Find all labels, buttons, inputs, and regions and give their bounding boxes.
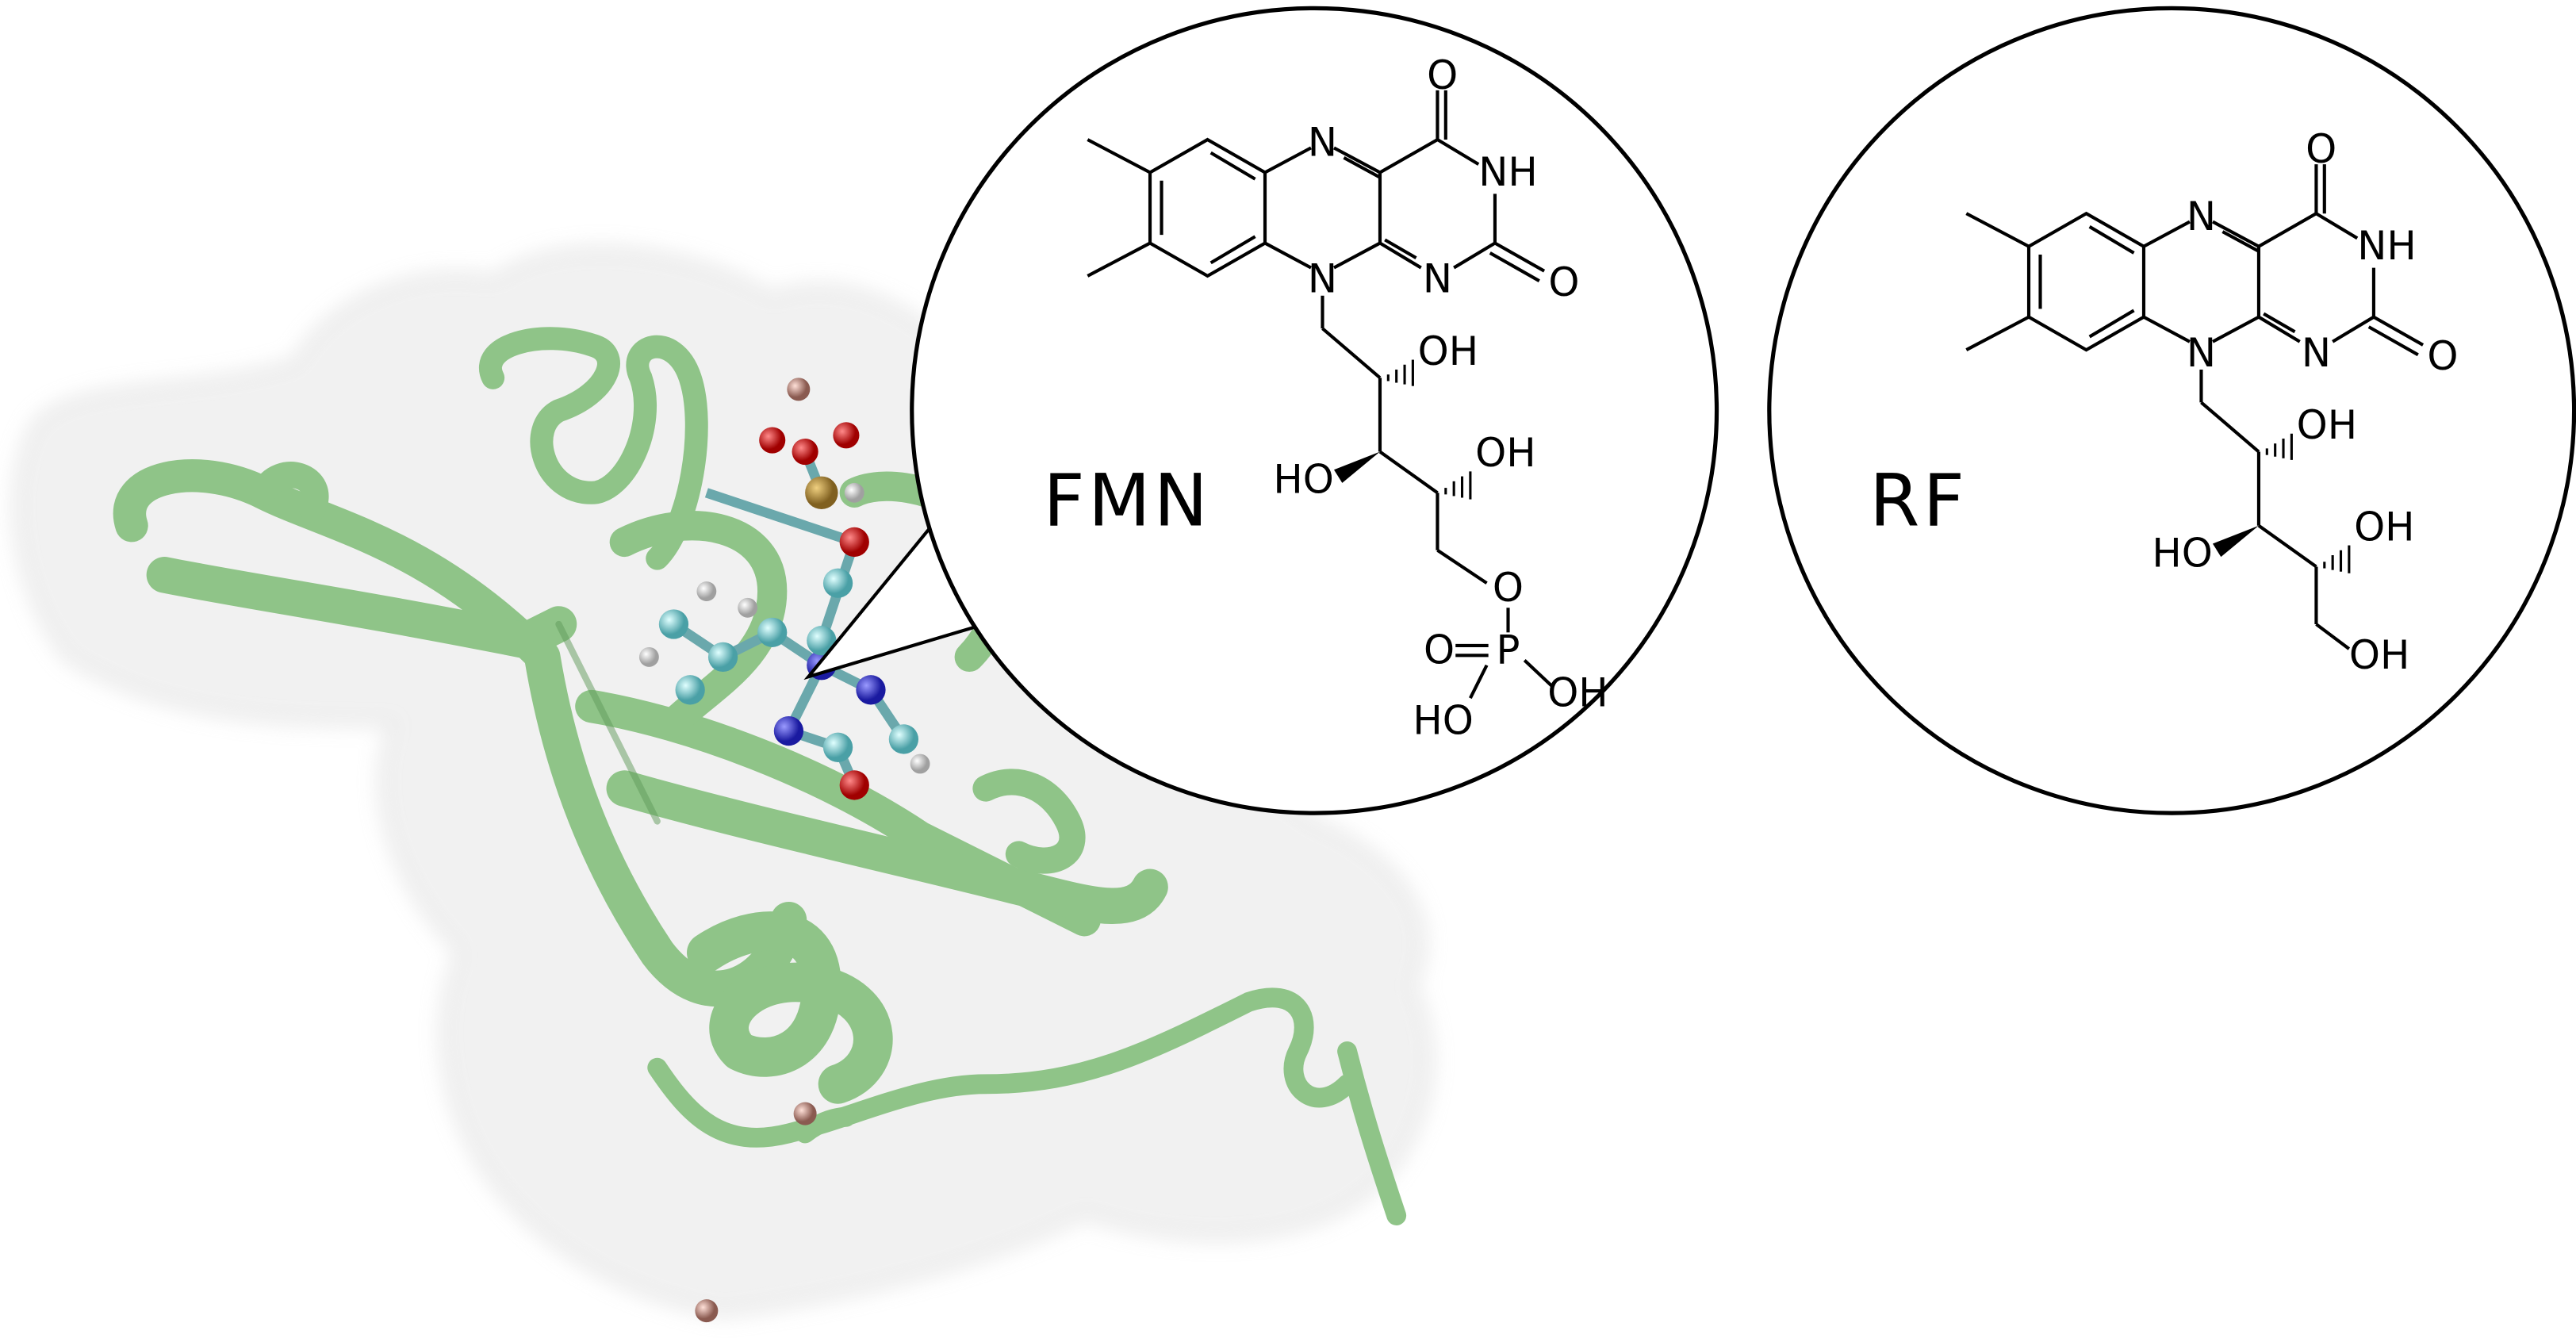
rf-circle [1767, 6, 2576, 815]
rf-stereo-bonds [2265, 433, 2351, 573]
atom-label: P [1497, 627, 1520, 673]
atom-label: N [2302, 330, 2331, 376]
atom-label: OH [2297, 402, 2357, 448]
atom-label: OH [2349, 632, 2409, 678]
fmn-stereo-bonds [1386, 359, 1472, 500]
atom-label: O [2306, 126, 2336, 172]
fmn-callout-circle [910, 6, 1719, 815]
fmn-label: FMN [1043, 459, 1211, 543]
atom-label: N [2187, 194, 2216, 240]
atom-label: O [1424, 627, 1455, 673]
atom-label: O [1493, 565, 1524, 611]
atom-label: OH [1475, 430, 1535, 476]
rf-wedge-bond [2212, 525, 2259, 558]
fmn-ball-and-stick [638, 422, 930, 800]
rf-bonds [1965, 164, 2425, 650]
fmn-wedge-bond [1333, 451, 1380, 483]
protein-surface [13, 246, 1434, 1317]
atom-label: N [2187, 330, 2216, 376]
fmn-bonds [1087, 90, 1554, 700]
ion-sphere [695, 1299, 719, 1323]
atom-label: OH [1547, 670, 1608, 716]
protein-ribbon [113, 327, 1407, 1225]
atom-label: N [1308, 256, 1337, 302]
atom-label: OH [2354, 504, 2414, 550]
ion-sphere [793, 1102, 817, 1125]
atom-label: HO [2152, 530, 2212, 576]
atom-label: O [1427, 52, 1458, 98]
atom-label: O [2427, 333, 2458, 379]
atom-label: HO [1273, 456, 1333, 502]
rf-structure-panel: N N N NH O O OH HO OH OH RF [1767, 6, 2576, 815]
atom-label: OH [1418, 328, 1478, 374]
atom-label: N [1308, 120, 1337, 166]
atom-label: O [1548, 259, 1579, 305]
atom-label: HO [1413, 698, 1473, 744]
fmn-structure-panel: N N N NH O O OH HO OH O O P OH HO FMN [910, 6, 1719, 815]
atom-label: N [1423, 256, 1452, 302]
atom-label: NH [1478, 149, 1538, 195]
ion-sphere [787, 378, 811, 401]
atom-label: NH [2357, 223, 2417, 269]
rf-label: RF [1869, 459, 1968, 543]
